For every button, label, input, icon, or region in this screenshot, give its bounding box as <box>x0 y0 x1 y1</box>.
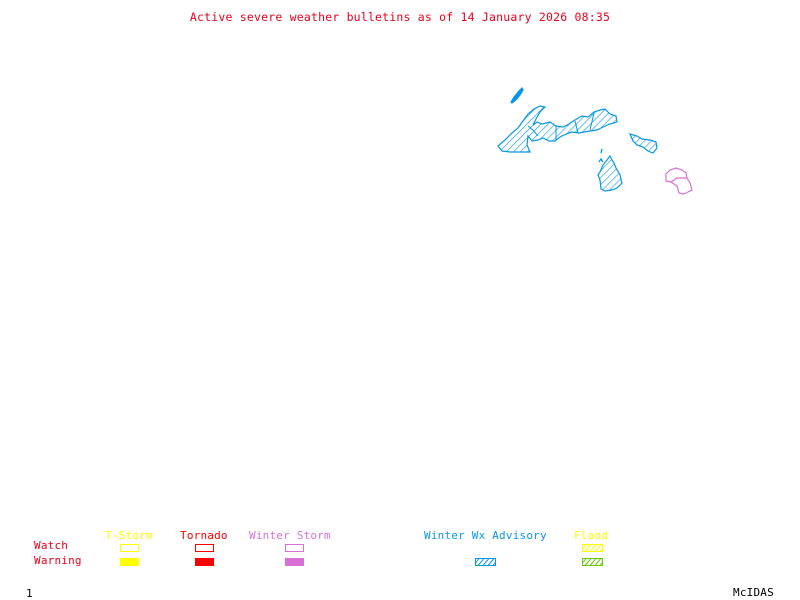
legend-header-winter-storm: Winter Storm <box>249 529 331 542</box>
legend-swatch-tstorm-warning <box>120 558 139 566</box>
advisory-area-east-up <box>628 133 658 154</box>
legend-swatch-advisory-warning <box>475 558 496 566</box>
advisory-area-island <box>510 86 524 104</box>
legend-swatch-tstorm-watch <box>120 544 139 552</box>
advisory-area-upper-peninsula <box>497 105 618 153</box>
winter-storm-area <box>665 167 693 195</box>
hatch-swatch-icon <box>582 558 603 566</box>
legend-header-tornado: Tornado <box>180 529 228 542</box>
bulletin-title: Active severe weather bulletins as of 14… <box>189 10 611 24</box>
legend-header-tstorm: T-Storm <box>105 529 153 542</box>
legend-header-flood: Flood <box>574 529 609 542</box>
frame-number: 1 <box>26 587 33 600</box>
legend-swatch-winter-storm-warning <box>285 558 304 566</box>
legend-swatch-winter-storm-watch <box>285 544 304 552</box>
legend-swatch-tornado-watch <box>195 544 214 552</box>
software-label: McIDAS <box>733 586 774 599</box>
legend-swatch-tornado-warning <box>195 558 214 566</box>
legend-header-winter-wx-advisory: Winter Wx Advisory <box>424 529 547 542</box>
hatch-swatch-icon <box>582 544 603 552</box>
legend-row-label-watch: Watch <box>34 539 69 552</box>
advisory-area-northern-lower-peninsula <box>597 148 623 192</box>
legend-swatch-flood-watch <box>582 544 603 552</box>
legend-row-label-warning: Warning <box>34 554 82 567</box>
legend-swatch-flood-warning <box>582 558 603 566</box>
hatch-swatch-icon <box>475 558 496 566</box>
